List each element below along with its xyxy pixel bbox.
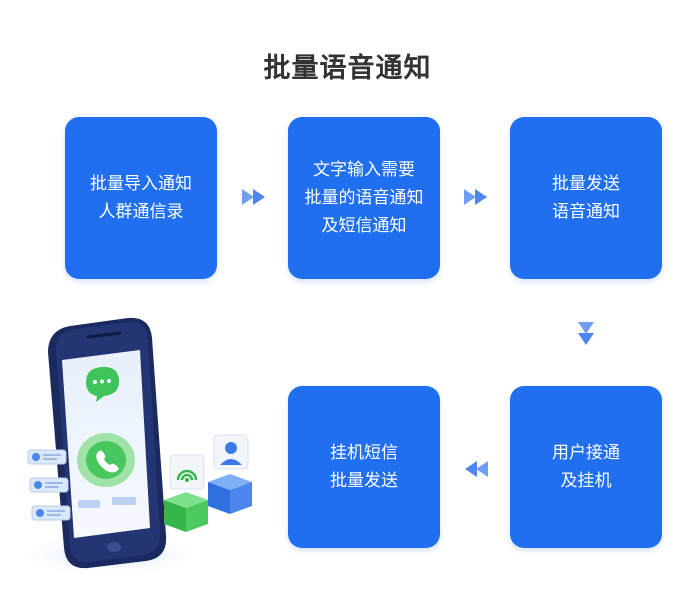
fast-forward-icon [242, 189, 265, 205]
step-1-line-1: 批量导入通知 [90, 174, 192, 194]
step-4-box: 用户接通 及挂机 [510, 386, 662, 548]
fast-backward-icon [465, 461, 488, 477]
chat-bubble-icon [86, 366, 120, 402]
step-4-line-1: 用户接通 [552, 443, 620, 463]
step-2-box: 文字输入需要 批量的语音通知 及短信通知 [288, 117, 440, 279]
diagram-title: 批量语音通知 [263, 53, 432, 84]
step-2-line-1: 文字输入需要 [313, 160, 415, 180]
step-2-line-3: 及短信通知 [321, 216, 407, 236]
step-4-line-2: 及挂机 [560, 471, 612, 491]
step-2-line-2: 批量的语音通知 [304, 188, 424, 208]
phone-icon [77, 433, 135, 487]
step-5-line-2: 批量发送 [330, 471, 398, 491]
fast-forward-down-icon [578, 322, 594, 345]
step-3-box: 批量发送 语音通知 [510, 117, 662, 279]
step-5-line-1: 挂机短信 [330, 443, 398, 463]
step-5-box: 挂机短信 批量发送 [288, 386, 440, 548]
step-1-box: 批量导入通知 人群通信录 [65, 117, 217, 279]
wifi-icon [164, 454, 208, 532]
step-1-line-2: 人群通信录 [98, 202, 184, 222]
step-3-line-1: 批量发送 [552, 174, 620, 194]
phone-illustration [5, 317, 252, 577]
step-3-line-2: 语音通知 [552, 202, 620, 222]
user-avatar-icon [208, 434, 252, 514]
fast-forward-icon [464, 189, 487, 205]
contact-cards [27, 449, 71, 521]
